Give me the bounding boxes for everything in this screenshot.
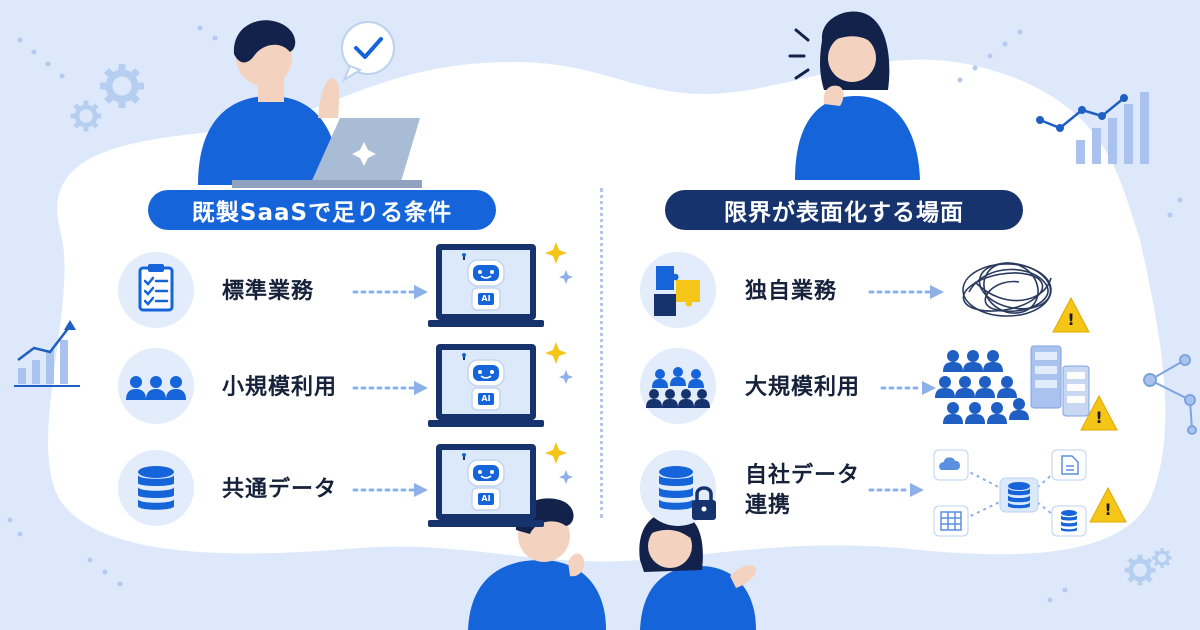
clipboard-checklist-icon [118,252,194,328]
gear-icon [1125,555,1156,586]
dotted-arrow-icon [352,285,428,299]
laptop-ai-robot-icon: AI [428,440,578,536]
dotted-arrow-icon [868,285,944,299]
gear-icon [1150,546,1174,570]
item-label-own-data: 自社データ [745,463,861,488]
crowd-servers-warning-icon: ! [935,342,1120,434]
person-with-laptop-illustration [198,20,422,188]
laptop-ai-robot-icon: AI [428,240,578,336]
network-decoration-icon [1143,354,1197,435]
check-bubble-icon [341,21,395,83]
small-chart-icon [14,320,80,387]
heading-saas-sufficient: 既製SaaSで足りる条件 [148,190,496,230]
warning-icon: ! [1104,500,1112,519]
warning-icon: ! [1067,310,1075,329]
dot-trail-decoration [7,25,1183,603]
ai-badge: AI [481,394,491,403]
center-divider [600,188,603,518]
laptop-ai-robot-icon: AI [428,340,578,436]
dotted-arrow-icon [868,483,924,497]
thinking-woman-illustration [788,11,920,180]
dotted-arrow-icon [352,483,428,497]
locked-database-icon [640,450,716,526]
item-label-unique-work: 独自業務 [745,279,838,304]
database-icon [118,450,194,526]
ai-badge: AI [481,494,491,503]
bottom-woman-illustration [639,512,757,630]
small-team-icon [118,348,194,424]
heading-limits-surface: 限界が表面化する場面 [665,190,1023,230]
item-label-integration: 連携 [745,493,792,518]
dotted-arrow-icon [352,381,428,395]
data-integration-network-warning-icon: ! [928,446,1128,542]
large-crowd-icon [640,348,716,424]
tangled-scribble-warning-icon: ! [955,252,1095,336]
item-label-large-scale: 大規模利用 [745,375,861,400]
ai-badge: AI [481,294,491,303]
rising-chart-icon [1036,92,1149,164]
item-label-standard-work: 標準業務 [222,279,315,304]
warning-icon: ! [1095,408,1103,427]
dotted-arrow-icon [880,381,936,395]
puzzle-pieces-icon [640,252,716,328]
item-label-small-scale: 小規模利用 [222,375,338,400]
gear-icon [71,101,102,132]
item-label-common-data: 共通データ [222,477,338,502]
gear-icon [100,64,144,108]
